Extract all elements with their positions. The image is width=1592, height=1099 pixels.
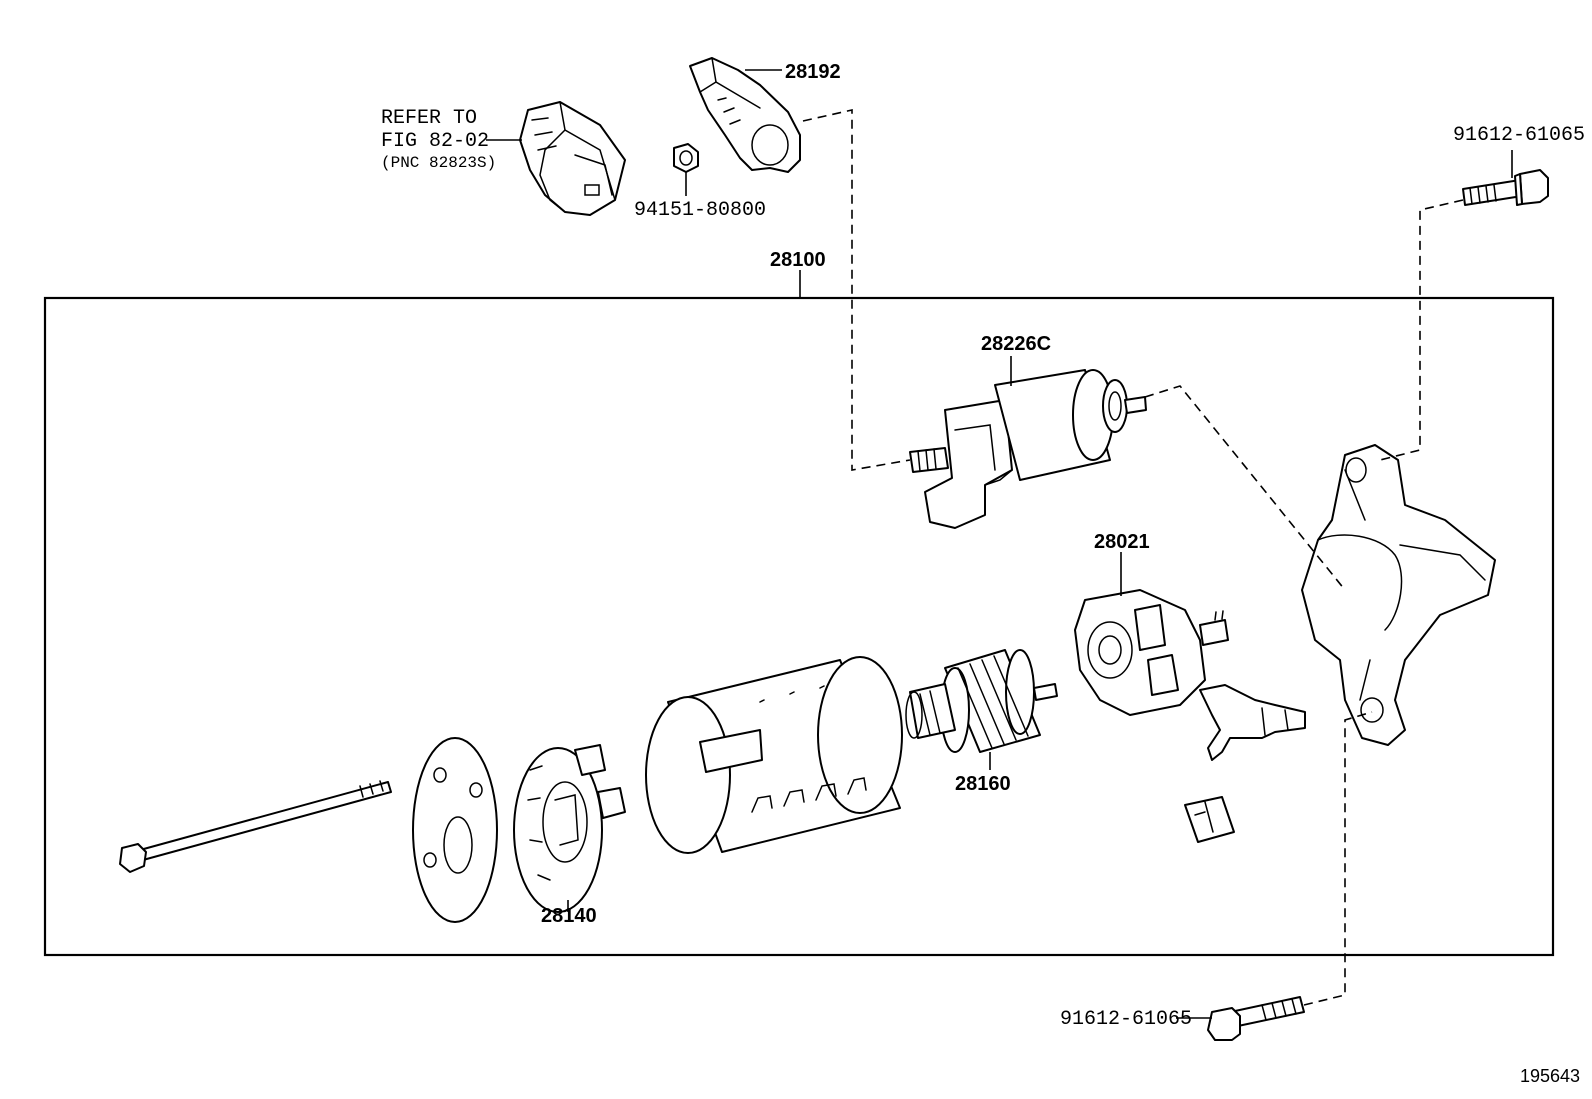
brush-plate-28140-icon [513,744,626,913]
dashed-line-bottom-bolt [1303,711,1373,1006]
label-28226C: 28226C [981,333,1051,355]
dashed-line-solenoid-to-housing [1144,385,1346,591]
armature-28160-icon [905,649,1058,753]
refer-label-line3: (PNC 82823S) [381,154,496,172]
label-28140: 28140 [541,905,597,927]
drive-housing-icon [1301,444,1496,746]
shift-lever-icon [1199,684,1306,761]
refer-label-line1: REFER TO [381,107,477,130]
refer-label-line2: FIG 82-02 [381,130,489,153]
brush-holder-28021-icon [1074,589,1229,716]
yoke-icon [645,656,903,854]
nut-94151-icon [673,143,699,173]
bolt-top-icon [1462,169,1549,206]
dashed-line-top-bolt [1379,199,1464,461]
label-bolt-bottom: 91612-61065 [1060,1008,1192,1031]
label-bolt-top: 91612-61065 [1453,124,1585,147]
label-28100: 28100 [770,249,826,271]
dashed-line-cover-to-solenoid [802,109,911,471]
end-cover-icon [412,737,498,923]
figure-id: 195643 [1520,1066,1580,1086]
cover-28192-icon [689,57,801,173]
label-28021: 28021 [1094,531,1150,553]
label-28160: 28160 [955,773,1011,795]
through-bolt-icon [119,780,392,873]
solenoid-28226C-icon [909,369,1147,529]
label-94151: 94151-80800 [634,199,766,222]
bolt-bottom-icon [1207,996,1305,1041]
clip-icon [1184,796,1235,843]
connector-part-icon [519,101,626,216]
assembly-frame-28100 [43,296,1555,957]
label-28192: 28192 [785,61,841,83]
